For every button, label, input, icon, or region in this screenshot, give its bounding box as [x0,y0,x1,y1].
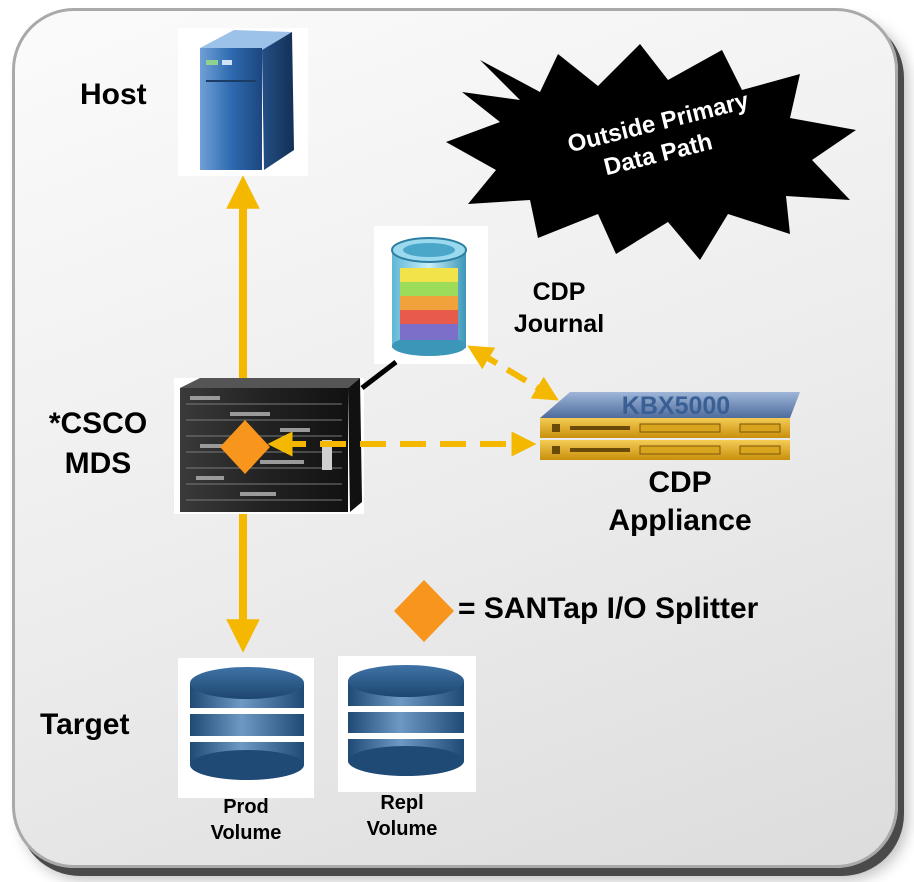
repl-volume-label-line1: Repl [380,792,424,814]
mds-label: *CSCO MDS [38,404,158,484]
mds-label-line2: MDS [64,447,132,480]
host-label: Host [80,78,147,111]
cdp-appliance-label-line1: CDP [648,466,712,499]
target-label: Target [40,708,130,741]
mds-journal-link [360,360,398,390]
host-server-icon [178,28,308,176]
splitter-legend-label: = SANTap I/O Splitter [458,592,759,625]
cdp-appliance-label: CDP Appliance [580,464,780,540]
cdp-appliance-label-line2: Appliance [608,504,752,537]
prod-volume-label-line1: Prod [223,796,269,818]
cdp-journal-label: CDP Journal [484,276,634,340]
splitter-diamond-icon [220,420,270,474]
cdp-journal-label-line1: CDP [532,278,586,306]
legend-splitter-icon [394,580,454,642]
mds-label-line1: *CSCO [48,407,148,440]
repl-volume-label: Repl Volume [352,790,452,842]
outside-data-path-callout: Outside Primary Data Path [446,44,856,260]
prod-volume-label-line2: Volume [210,822,282,844]
journal-appliance-dashed-arrow [467,345,559,401]
prod-volume-label: Prod Volume [196,794,296,846]
cdp-journal-icon [374,226,488,364]
repl-volume-label-line2: Volume [366,818,438,840]
appliance-brand: KBX5000 [622,392,730,420]
prod-volume-disk-icon [178,658,314,798]
repl-volume-disk-icon [338,656,476,792]
cdp-appliance-icon: KBX5000 [540,392,800,460]
cdp-journal-label-line2: Journal [513,310,605,338]
